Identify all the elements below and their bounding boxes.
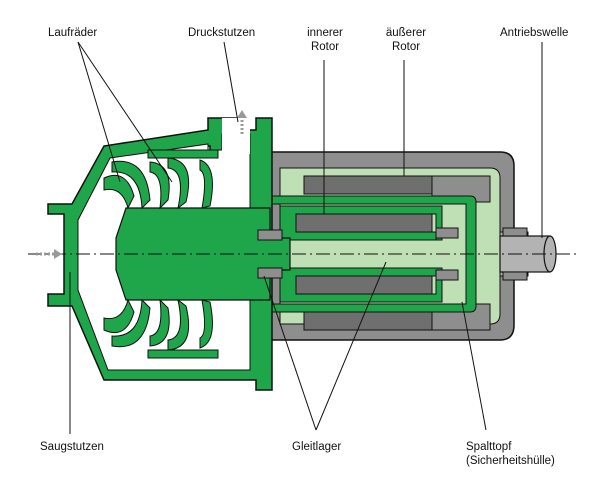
bearing-block-right-top (435, 227, 459, 239)
impeller-blades-bottom (103, 298, 219, 359)
bearing-block-left-top (257, 229, 283, 241)
label-laufraeder: Laufräder (48, 27, 98, 39)
label-aeusserer-rotor: äußerer Rotor (382, 26, 430, 54)
impeller-blades-top (103, 149, 219, 210)
inflow-arrow (36, 249, 62, 259)
label-innerer-rotor-line2: Rotor (310, 41, 340, 53)
bearing-block-right-bottom (435, 269, 459, 281)
label-aeusserer-rotor-line2: Rotor (391, 41, 421, 53)
label-antriebswelle: Antriebswelle (500, 27, 569, 39)
inner-rotor-magnet-bottom (295, 275, 433, 295)
label-innerer-rotor: innerer Rotor (302, 26, 348, 54)
outflow-arrow (237, 110, 247, 134)
label-gleitlager: Gleitlager (292, 441, 342, 453)
leader-lines (69, 41, 543, 434)
label-spalttopf: Spalttopf (Sicherheitshülle) (466, 440, 555, 468)
shaft-collar-bottom (502, 271, 528, 281)
label-innerer-rotor-line1: innerer (307, 27, 343, 39)
shaft-collar-top (502, 227, 528, 237)
label-spalttopf-line2: (Sicherheitshülle) (466, 455, 555, 467)
outer-rotor-magnet-top (303, 175, 433, 195)
discharge-channel (222, 118, 250, 154)
label-aeusserer-rotor-line1: äußerer (385, 27, 427, 39)
label-druckstutzen: Druckstutzen (188, 27, 256, 39)
bearing-block-left-bottom (257, 267, 283, 279)
label-spalttopf-line1: Spalttopf (466, 441, 512, 453)
outer-rotor-magnet-bottom (303, 311, 433, 331)
label-saugstutzen: Saugstutzen (40, 441, 104, 453)
inner-rotor-magnet-top (295, 213, 433, 233)
